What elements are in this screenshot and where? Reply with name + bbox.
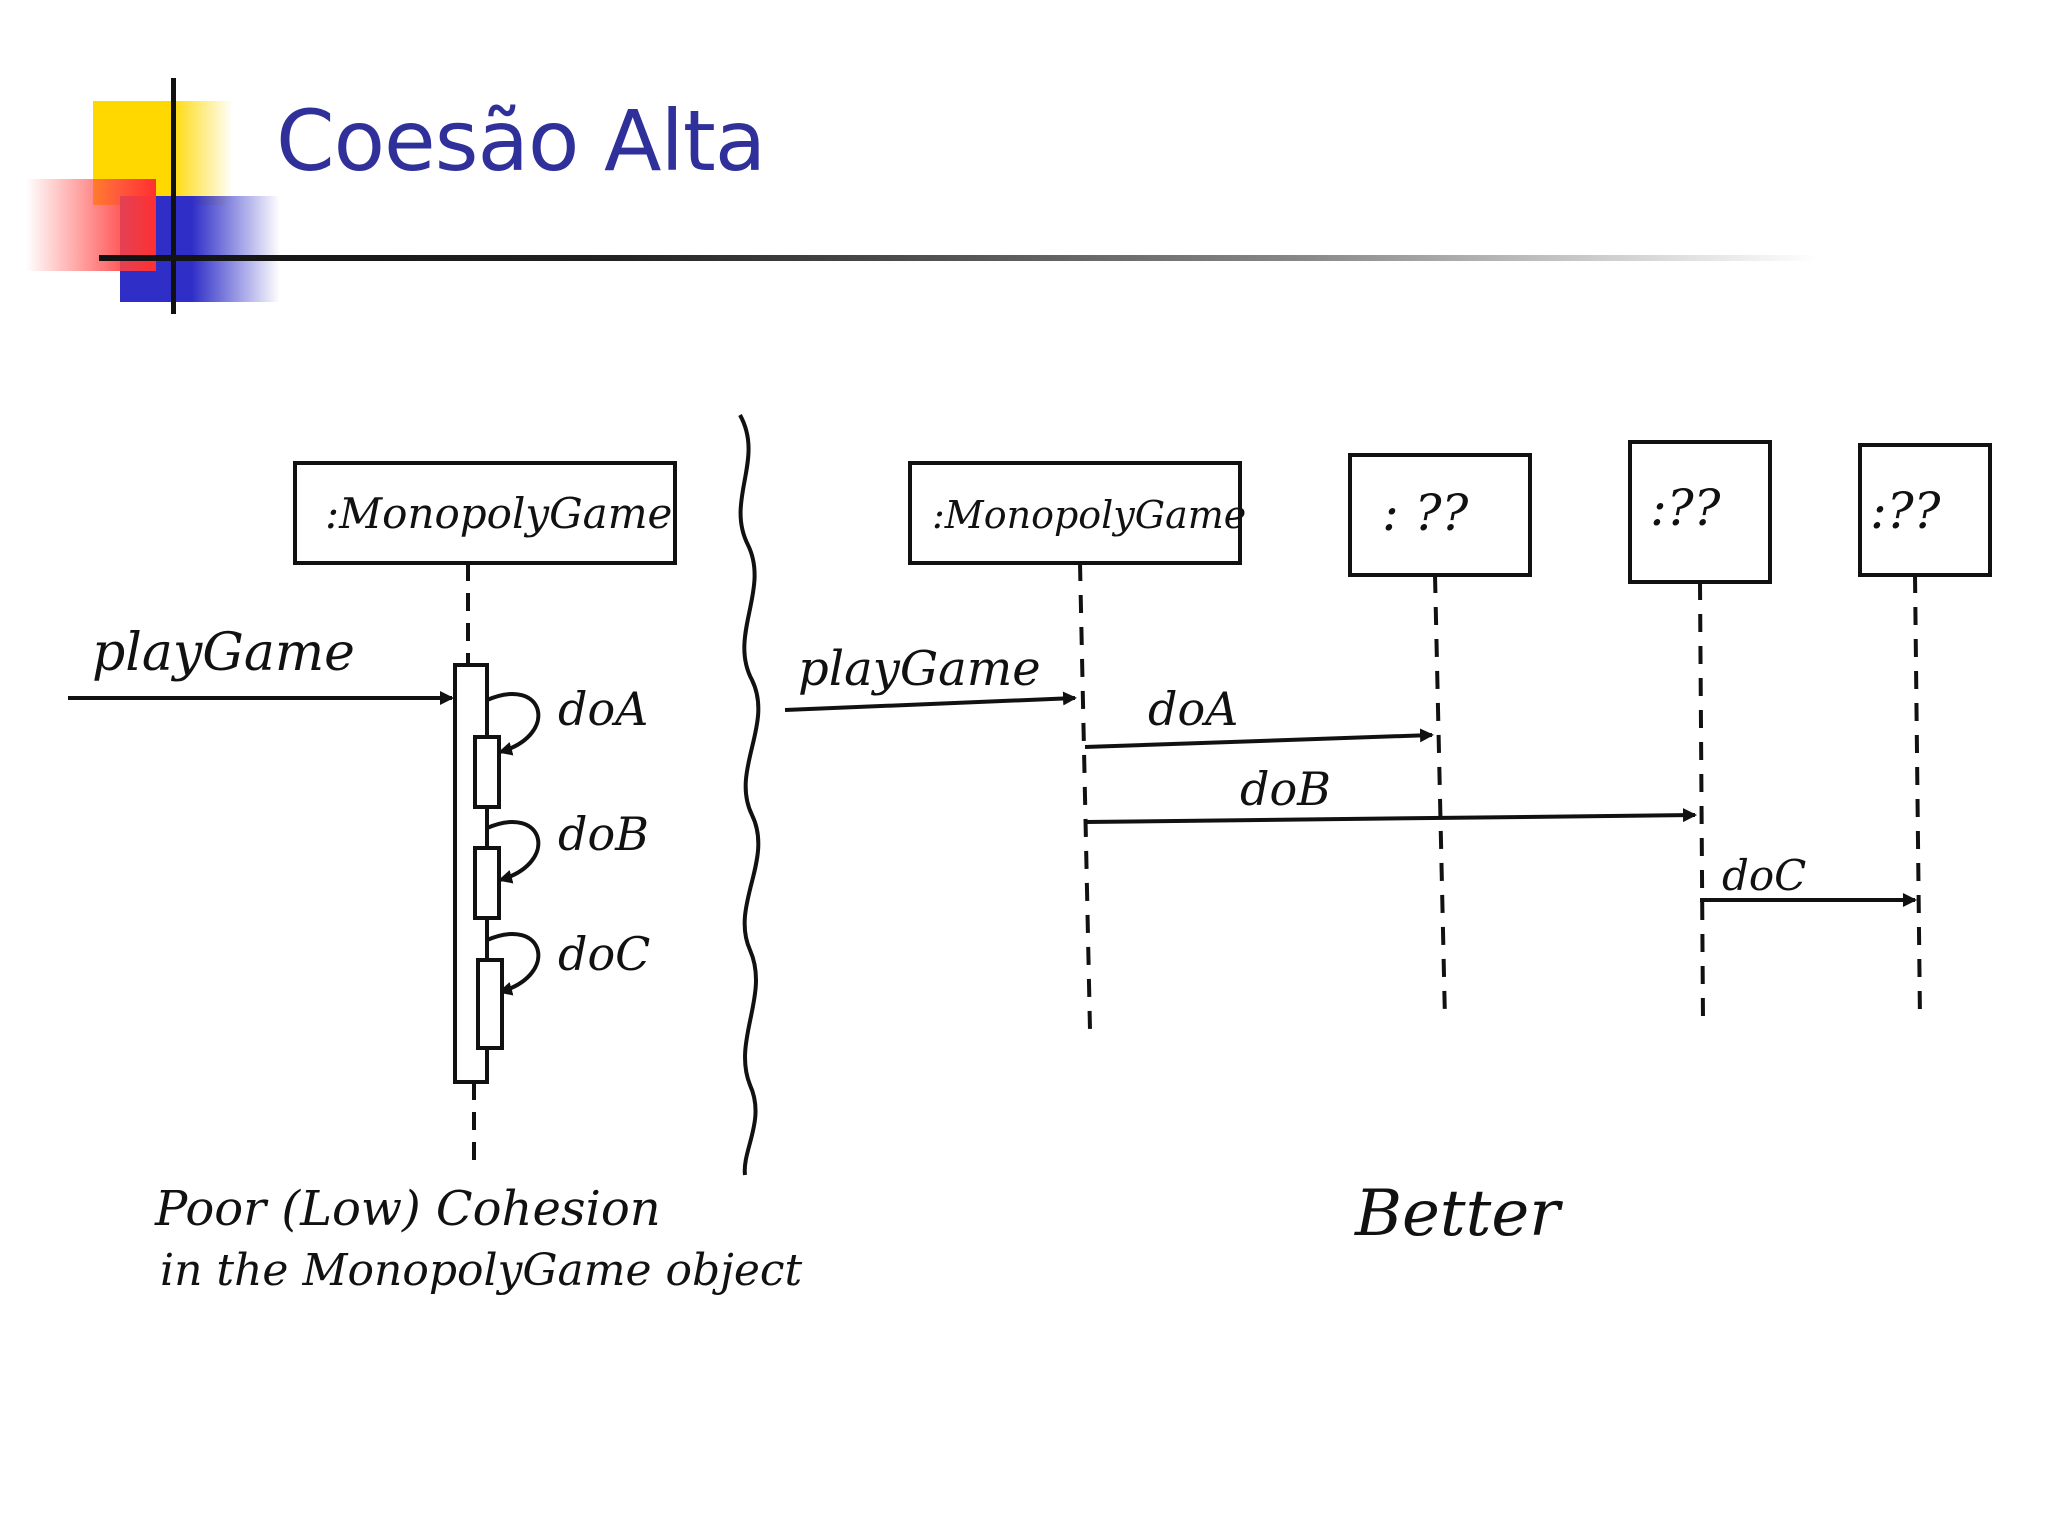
left-playgame-label: playGame [92, 623, 355, 683]
slide-title: Coesão Alta [276, 92, 766, 190]
left-caption-line2: in the MonopolyGame object [160, 1245, 803, 1296]
right-object-box-4 [1858, 443, 1992, 577]
left-caption-line1: Poor (Low) Cohesion [154, 1181, 661, 1237]
left-object-box [293, 461, 677, 565]
right-playgame-label: playGame [798, 641, 1041, 697]
right-object-label-2: : ?? [1382, 484, 1470, 542]
title-underline [99, 255, 1819, 261]
left-self-call-doC: doC [476, 927, 650, 1050]
right-diagram: :MonopolyGame : ?? :?? :?? playGame doA … [784, 440, 1992, 1251]
right-doC-label: doC [1722, 851, 1806, 900]
diagram-divider [738, 414, 761, 1176]
right-object-box-2 [1348, 453, 1532, 577]
right-object-label-1: :MonopolyGame [932, 493, 1246, 537]
right-lifeline-2 [1433, 574, 1447, 1021]
left-doA-label: doA [558, 682, 648, 736]
right-doB-arrow [1084, 808, 1697, 824]
left-doC-label: doC [558, 927, 650, 981]
right-object-label-4: :?? [1870, 482, 1942, 540]
right-doA-label: doA [1148, 682, 1238, 736]
right-object-box-1 [908, 461, 1242, 565]
left-self-call-doA: doA [473, 682, 648, 809]
right-caption: Better [1354, 1177, 1563, 1251]
right-lifeline-3 [1698, 581, 1705, 1021]
right-doB-label: doB [1240, 762, 1331, 816]
right-lifeline-4 [1913, 574, 1922, 1021]
right-object-label-3: :?? [1650, 479, 1722, 537]
right-playgame-arrow [784, 691, 1077, 712]
sequence-diagrams: :MonopolyGame playGame doA doB [68, 414, 1992, 1296]
left-doB-label: doB [558, 807, 649, 861]
title-ornament-line [171, 78, 176, 314]
left-object-label: :MonopolyGame [325, 489, 672, 538]
right-lifeline-1 [1078, 562, 1092, 1031]
right-doA-arrow [1084, 728, 1434, 749]
left-self-call-doB: doB [473, 807, 649, 920]
left-diagram: :MonopolyGame playGame doA doB [68, 461, 803, 1296]
